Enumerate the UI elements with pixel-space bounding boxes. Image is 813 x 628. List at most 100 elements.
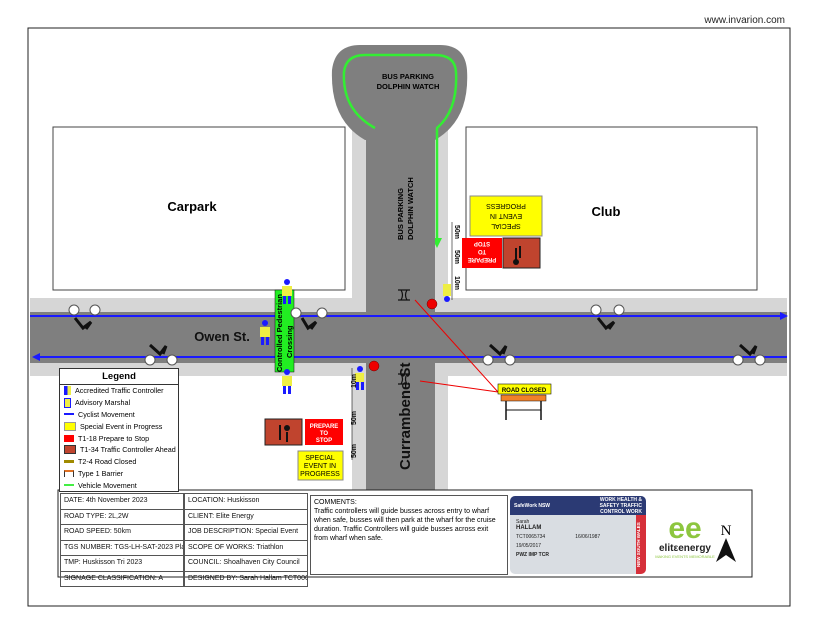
prepare-to-stop-sign-north-part: PREPARE	[468, 256, 497, 262]
marshal-icon-part	[262, 320, 268, 326]
marshal-icon-part	[284, 369, 290, 375]
card-dob: 16/06/1987	[575, 534, 601, 540]
carpark-building	[52, 126, 346, 291]
info-scope: SCOPE OF WORKS: Triathlon	[184, 540, 308, 556]
info-tgs-number: TGS NUMBER: TGS-LH-SAT-2023 Plan7	[60, 540, 184, 556]
special-event-sign-south-part	[297, 450, 344, 481]
blue-arrow-icon	[64, 413, 74, 416]
marshal-icon-part	[282, 376, 292, 386]
legend-title: Legend	[60, 369, 178, 385]
traffic-controller-icon	[426, 284, 451, 310]
legend-label: Vehicle Movement	[78, 480, 137, 490]
comments-box: COMMENTS: Traffic controllers will guide…	[310, 495, 508, 575]
cyclist-symbol-icon	[590, 304, 625, 331]
traffic-controller-icon-part	[357, 366, 363, 372]
barrier-icon-part	[398, 373, 410, 385]
cyclist-symbol-icon	[144, 343, 178, 366]
card-first-name: Sarah	[516, 519, 530, 525]
card-number: TCT0065734	[516, 534, 546, 540]
bus-parking-loop	[331, 45, 468, 140]
road-closed-sign-part	[500, 394, 547, 402]
marshal-icon-part	[283, 296, 286, 304]
currambene-st-label: Currambene St	[397, 362, 414, 470]
legend: Legend Accredited Traffic Controller Adv…	[59, 368, 179, 492]
prepare-to-stop-sign-north-part: STOP	[474, 240, 490, 246]
info-location: LOCATION: Huskisson	[184, 493, 308, 510]
marshal-icon	[260, 320, 270, 345]
traffic-controller-icon	[64, 386, 71, 396]
crossing-label-2: Crossing	[285, 325, 294, 358]
prepare-to-stop-sign-north-part	[462, 238, 502, 268]
road-closed-pointer	[414, 299, 499, 393]
road-closed-pointer-part	[414, 299, 499, 393]
legend-item: Cyclist Movement	[60, 409, 178, 421]
cyclist-symbol-icon-part	[754, 354, 766, 366]
card-agency: SafeWork NSW	[514, 502, 551, 509]
marshal-icon-part	[284, 279, 290, 285]
marshal-icon	[64, 397, 71, 408]
cyclist-symbol-icon-part	[144, 354, 156, 366]
special-event-sign-north-part	[469, 195, 543, 237]
traffic-controller-icon	[355, 360, 380, 390]
legend-item: Special Event in Progress	[60, 420, 178, 432]
special-event-sign-north: SPECIAL EVENT IN PROGRESS	[469, 195, 543, 237]
traffic-controller-ahead-sign-north-part	[513, 259, 519, 265]
cyclist-symbol-icon-part	[590, 304, 602, 316]
distance-north-2: 50m	[453, 250, 460, 264]
prepare-to-stop-sign-north: PREPARE TO STOP	[462, 238, 502, 268]
distance-south-3: 50m	[351, 444, 358, 458]
prepare-to-stop-sign-north-part: TO	[478, 248, 487, 254]
card-types: PWZ IMP TCR	[516, 552, 549, 558]
special-event-sign-south-part: PROGRESS	[300, 471, 340, 478]
legend-item: Advisory Marshal	[60, 397, 178, 409]
marshal-icon-part	[288, 386, 291, 394]
elite-energy-logo: ee elitεenergy MAKING EVENTS MEMORABLE	[655, 514, 715, 560]
special-event-sign-north-part: PROGRESS	[486, 202, 526, 209]
traffic-controller-ahead-sign-north-part	[502, 237, 541, 269]
cyclist-symbol-icon-part	[613, 304, 625, 316]
comments-title: COMMENTS:	[314, 499, 357, 506]
cyclist-symbol-icon-part	[732, 354, 744, 366]
bus-parking-road-label-1: BUS PARKING	[396, 188, 405, 240]
marshal-icon	[282, 279, 292, 304]
traffic-controller-icon-part	[356, 382, 359, 390]
north-label: N	[721, 523, 732, 539]
cyclist-symbol-icon	[290, 307, 328, 331]
info-left-column: DATE: 4th November 2023 ROAD TYPE: 2L,2W…	[60, 493, 184, 587]
owen-st-label: Owen St.	[194, 329, 250, 344]
logo-tagline: MAKING EVENTS MEMORABLE	[655, 554, 715, 559]
prepare-to-stop-sign-south: PREPARE TO STOP	[305, 419, 343, 445]
cyclist-symbol-icon-part	[504, 354, 516, 366]
legend-label: T2-4 Road Closed	[78, 457, 137, 467]
cyclist-arrow-west-icon	[32, 353, 40, 361]
distance-north-3: 10m	[453, 276, 460, 290]
marshal-icon-part	[282, 286, 292, 296]
cyclist-symbol-icon-part	[738, 343, 758, 357]
road-closed-pointer-part	[419, 380, 499, 393]
legend-item: Accredited Traffic Controller	[60, 385, 178, 397]
vehicle-movement-path	[342, 53, 458, 240]
special-event-sign-south-part: SPECIAL	[305, 455, 335, 462]
traffic-controller-ahead-sign-north	[502, 237, 541, 269]
yellow-sign-icon	[64, 421, 76, 431]
cyclist-symbol-icon-part	[300, 317, 318, 331]
north-arrow-icon	[716, 538, 736, 562]
marshal-icon	[282, 369, 292, 394]
marshal-icon-part	[260, 327, 270, 337]
special-event-sign-north-part: SPECIAL	[491, 222, 521, 229]
legend-item: T2-4 Road Closed	[60, 456, 178, 468]
barrier-icon	[398, 373, 410, 385]
cyclist-symbol-icon-part	[488, 343, 508, 357]
info-date: DATE: 4th November 2023	[60, 493, 184, 510]
traffic-controller-icon-part	[426, 298, 438, 310]
special-event-sign-south-part: EVENT IN	[304, 463, 336, 470]
prepare-to-stop-sign-south-part	[305, 419, 343, 445]
traffic-controller-icon-part	[368, 360, 380, 372]
road-closed-icon	[64, 460, 74, 464]
marshal-icon-part	[283, 386, 286, 394]
info-right-column: LOCATION: Huskisson CLIENT: Elite Energy…	[184, 493, 308, 587]
special-event-sign-north-part: EVENT IN	[490, 212, 522, 219]
comments-text: Traffic controllers will guide busses ac…	[314, 508, 496, 542]
prepare-to-stop-sign-south-part: PREPARE	[310, 424, 339, 430]
